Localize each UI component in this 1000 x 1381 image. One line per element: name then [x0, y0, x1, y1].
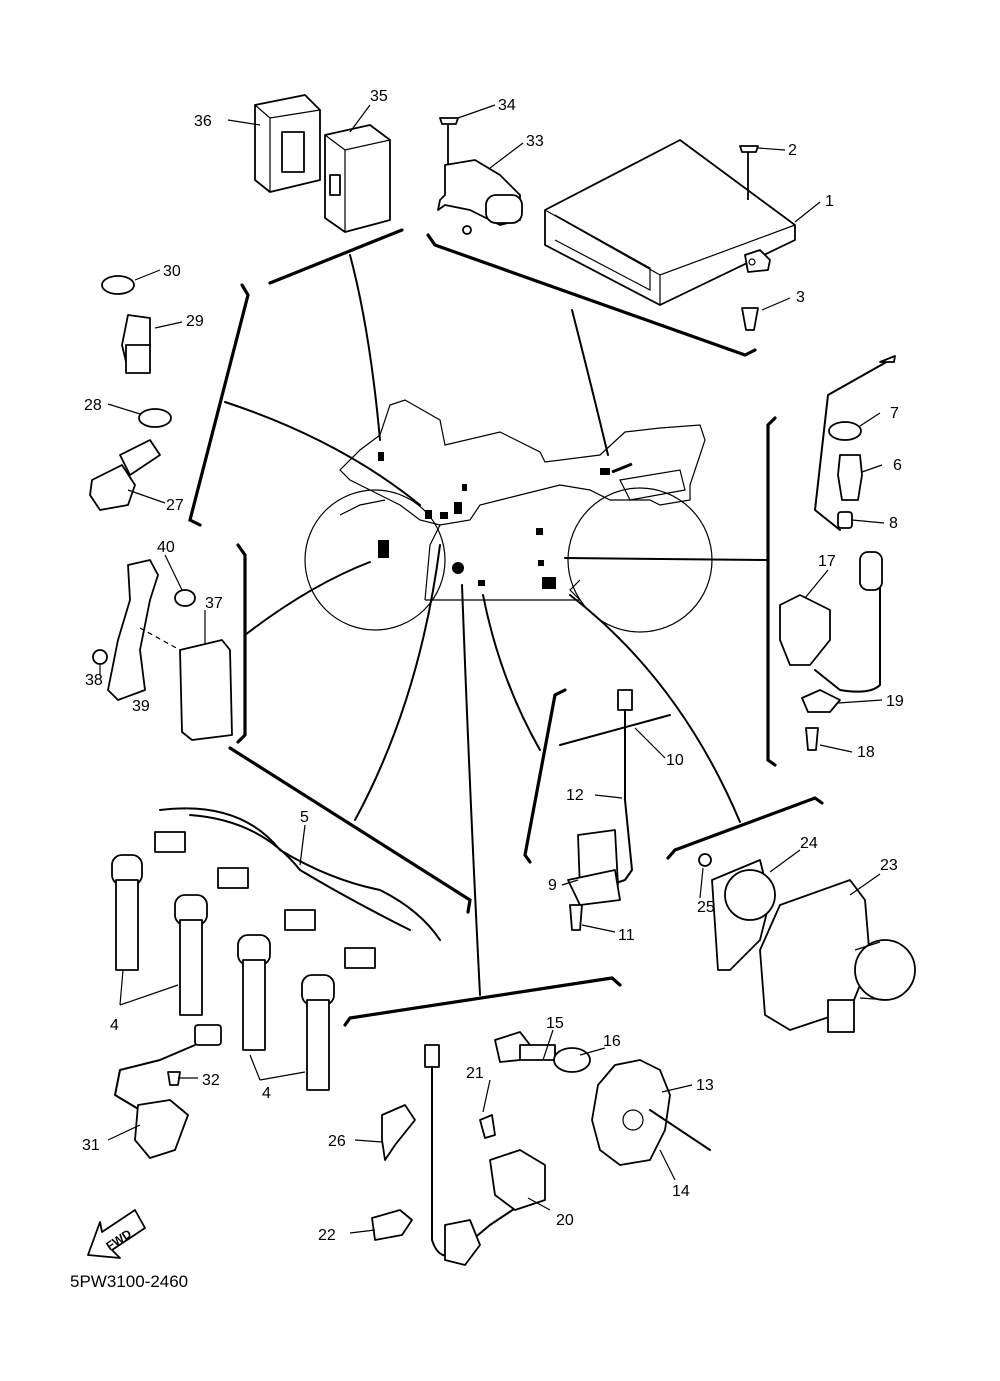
speed-sensor — [559, 689, 671, 931]
pressure-sensor — [437, 117, 523, 235]
label-10: 10 — [666, 752, 684, 769]
label-38: 38 — [85, 672, 103, 689]
label-11: 11 — [618, 927, 635, 944]
crank-position-sensor — [114, 1024, 222, 1159]
label-28: 28 — [84, 397, 102, 414]
label-13: 13 — [696, 1077, 714, 1094]
label-20: 20 — [556, 1212, 574, 1229]
label-9: 9 — [548, 877, 557, 894]
label-12: 12 — [566, 787, 584, 804]
label-24: 24 — [800, 835, 818, 852]
label-19: 19 — [886, 693, 904, 710]
neutral-switch — [779, 551, 883, 751]
oil-level-switch — [814, 355, 896, 531]
temperature-sensors — [89, 275, 172, 511]
label-4a: 4 — [110, 1017, 119, 1034]
label-33: 33 — [526, 133, 544, 150]
label-27: 27 — [166, 497, 184, 514]
label-40: 40 — [157, 539, 175, 556]
label-31: 31 — [82, 1137, 100, 1154]
label-17: 17 — [818, 553, 836, 570]
label-34: 34 — [498, 97, 516, 114]
part-labels: 1 2 3 4 4 5 6 7 8 9 10 11 12 13 14 15 16… — [82, 88, 904, 1244]
label-26: 26 — [328, 1133, 346, 1150]
label-23: 23 — [880, 857, 898, 874]
label-29: 29 — [186, 313, 204, 330]
label-32: 32 — [202, 1072, 220, 1089]
motorcycle-silhouette — [304, 399, 713, 633]
throttle-body — [698, 853, 916, 1033]
label-4b: 4 — [262, 1085, 271, 1102]
label-7: 7 — [890, 405, 899, 422]
label-3: 3 — [796, 289, 805, 306]
label-15: 15 — [546, 1015, 564, 1032]
group-brackets — [188, 228, 824, 1027]
diagram-code: 5PW3100-2460 — [70, 1272, 188, 1291]
label-1: 1 — [825, 193, 834, 210]
bracket-module — [92, 559, 233, 741]
label-25: 25 — [697, 899, 715, 916]
label-14: 14 — [672, 1183, 690, 1200]
label-35: 35 — [370, 88, 388, 105]
label-18: 18 — [857, 744, 875, 761]
pickup-assembly — [371, 1031, 711, 1266]
label-16: 16 — [603, 1033, 621, 1050]
label-6: 6 — [893, 457, 902, 474]
relay-assembly — [254, 94, 391, 233]
label-8: 8 — [889, 515, 898, 532]
label-21: 21 — [466, 1065, 484, 1082]
label-leaders — [99, 104, 885, 1234]
label-30: 30 — [163, 263, 181, 280]
forward-arrow-icon: FWD — [87, 1209, 146, 1259]
label-36: 36 — [194, 113, 212, 130]
label-39: 39 — [132, 698, 150, 715]
ecu-unit — [544, 139, 796, 331]
wire-harness-and-coils — [111, 807, 441, 1091]
label-37: 37 — [205, 595, 223, 612]
label-22: 22 — [318, 1227, 336, 1244]
label-2: 2 — [788, 142, 797, 159]
label-5: 5 — [300, 809, 309, 826]
